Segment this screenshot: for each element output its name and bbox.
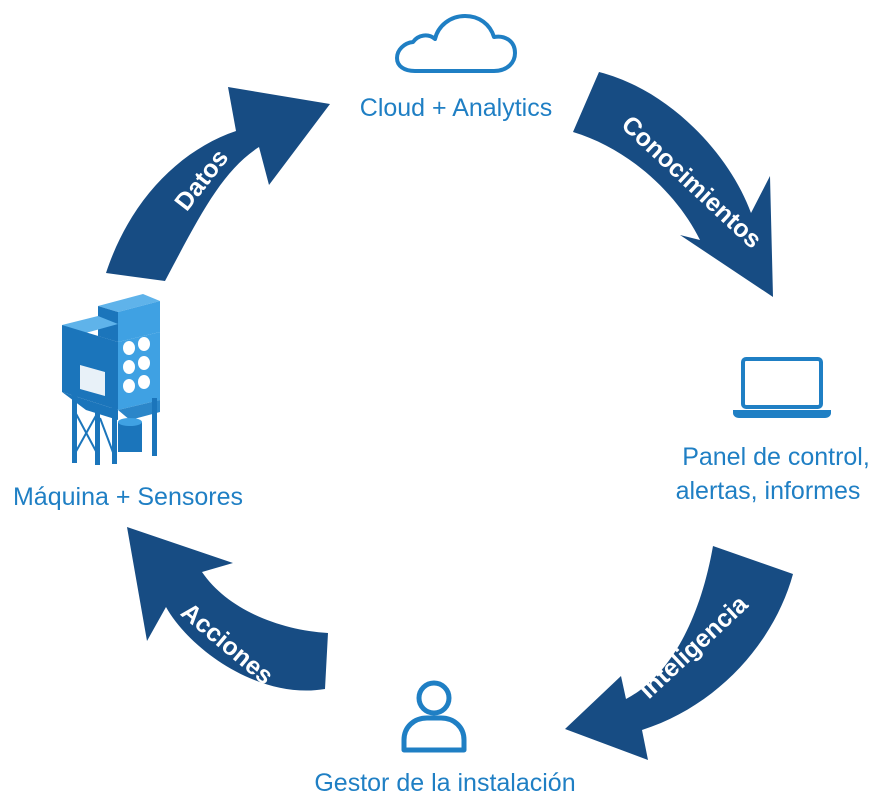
cloud-icon xyxy=(395,14,517,73)
dust-collector-icon xyxy=(62,294,160,465)
arrow-conocimientos: Conocimientos xyxy=(573,72,773,297)
cloud-label: Cloud + Analytics xyxy=(360,94,552,122)
arrow-acciones: Acciones xyxy=(127,527,328,691)
arrow-datos: Datos xyxy=(106,87,330,281)
person-icon xyxy=(401,680,467,753)
manager-label: Gestor de la instalación xyxy=(314,769,575,797)
dashboard-label-line1: Panel de control, xyxy=(682,443,870,471)
arrow-inteligencia: Inteligencia xyxy=(565,546,793,760)
laptop-icon xyxy=(733,357,831,418)
machine-label: Máquina + Sensores xyxy=(13,483,243,511)
dashboard-label-line2: alertas, informes xyxy=(676,477,861,505)
